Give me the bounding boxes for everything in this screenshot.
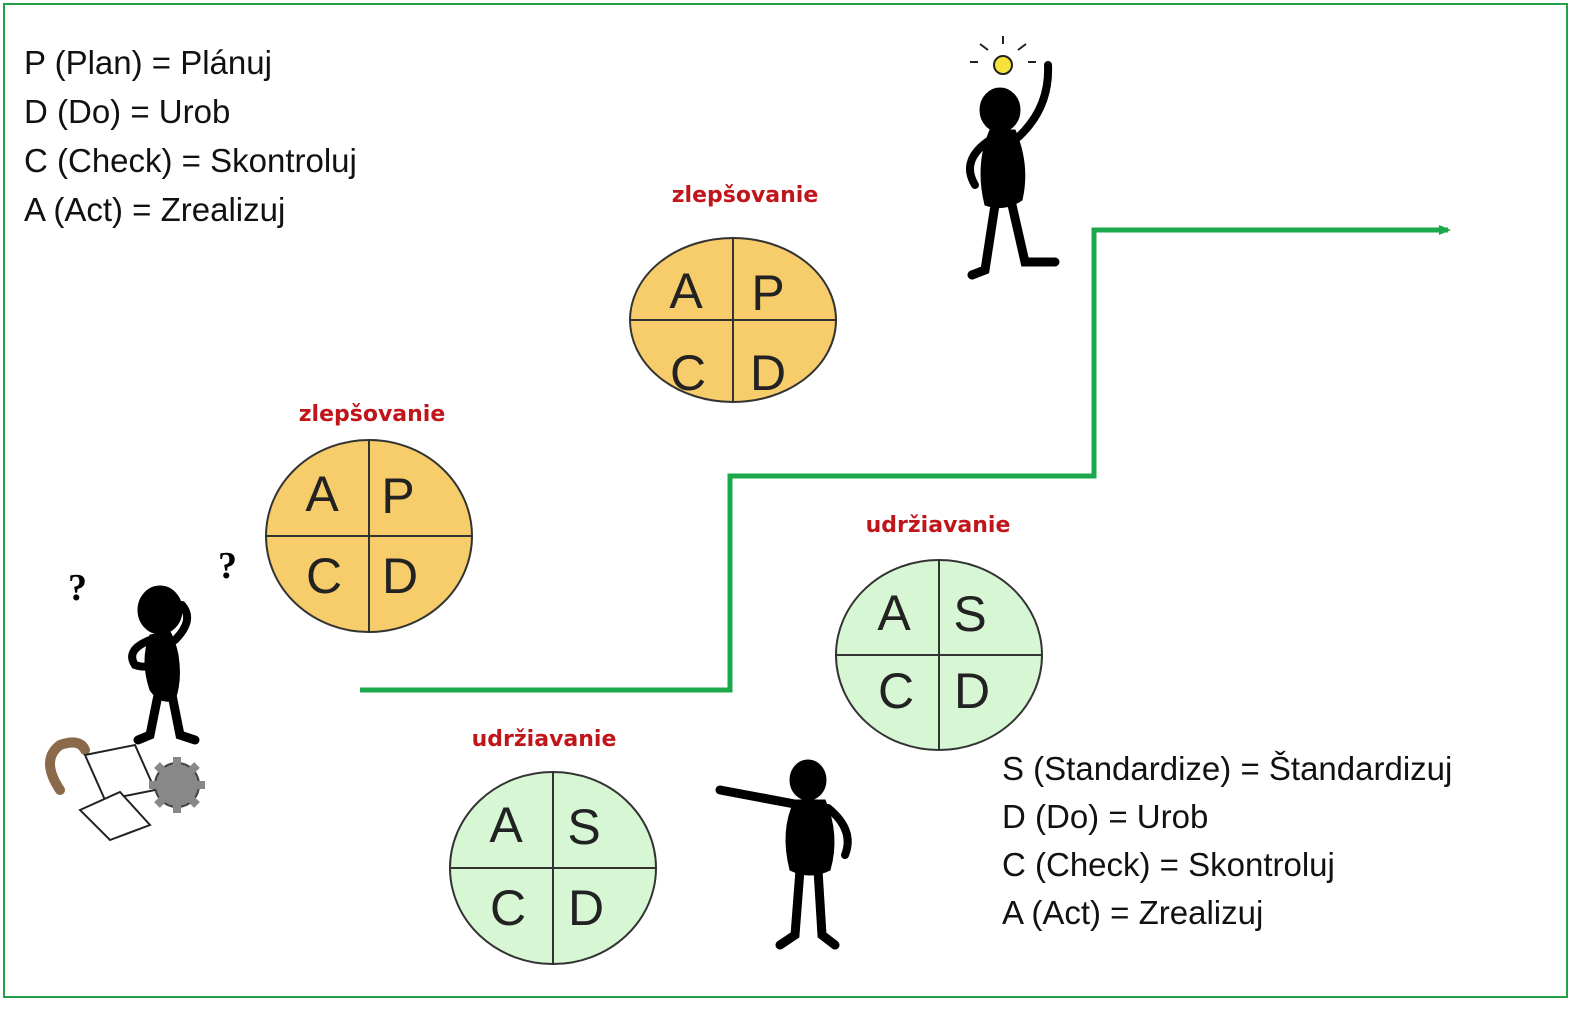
pointing-man-icon (715, 759, 852, 950)
papers-gear-icon (45, 737, 205, 842)
quadrant-do: D (381, 548, 419, 604)
legend-check: C (Check) = Skontroluj (1002, 846, 1335, 883)
legend-do: D (Do) = Urob (1002, 798, 1209, 835)
quadrant-act: A (489, 797, 523, 853)
pdca-wheel-upper: A P C D (628, 236, 838, 404)
pdca-legend: P (Plan) = Plánuj D (Do) = Urob C (Check… (24, 38, 357, 234)
quadrant-check: C (305, 548, 343, 604)
quadrant-act: A (877, 585, 911, 641)
pdca-wheel-lower: A P C D (264, 438, 474, 634)
quadrant-plan: P (381, 468, 415, 524)
quadrant-act: A (669, 263, 703, 319)
svg-text:?: ? (68, 567, 87, 609)
quadrant-check: C (489, 880, 527, 936)
legend-do: D (Do) = Urob (24, 93, 231, 130)
quadrant-do: D (567, 880, 605, 936)
legend-act: A (Act) = Zrealizuj (1002, 894, 1264, 931)
svg-text:?: ? (218, 545, 237, 587)
confused-thinker-icon: ? ? (68, 545, 237, 745)
quadrant-do: D (953, 663, 991, 719)
legend-check: C (Check) = Skontroluj (24, 142, 357, 179)
sdca-legend: S (Standardize) = Štandardizuj D (Do) = … (1002, 745, 1452, 937)
quadrant-standardize: S (953, 586, 987, 642)
cycle-title-improvement-upper: zlepšovanie (671, 183, 819, 208)
quadrant-do: D (749, 345, 787, 401)
cycle-title-improvement-lower: zlepšovanie (298, 402, 446, 427)
legend-act: A (Act) = Zrealizuj (24, 191, 286, 228)
legend-plan: P (Plan) = Plánuj (24, 44, 272, 81)
quadrant-act: A (305, 466, 339, 522)
quadrant-check: C (669, 345, 707, 401)
cycle-title-maintenance-lower: udržiavanie (471, 727, 617, 752)
sdca-wheel-upper: A S C D (834, 558, 1044, 752)
legend-standardize: S (Standardize) = Štandardizuj (1002, 750, 1453, 787)
sdca-wheel-lower: A S C D (448, 770, 658, 966)
idea-man-icon (966, 36, 1060, 280)
staircase-arrow (360, 225, 1451, 693)
diagram-frame (3, 3, 1568, 998)
cycle-title-maintenance-upper: udržiavanie (865, 513, 1011, 538)
quadrant-plan: P (751, 265, 785, 321)
quadrant-standardize: S (567, 799, 601, 855)
quadrant-check: C (877, 663, 915, 719)
